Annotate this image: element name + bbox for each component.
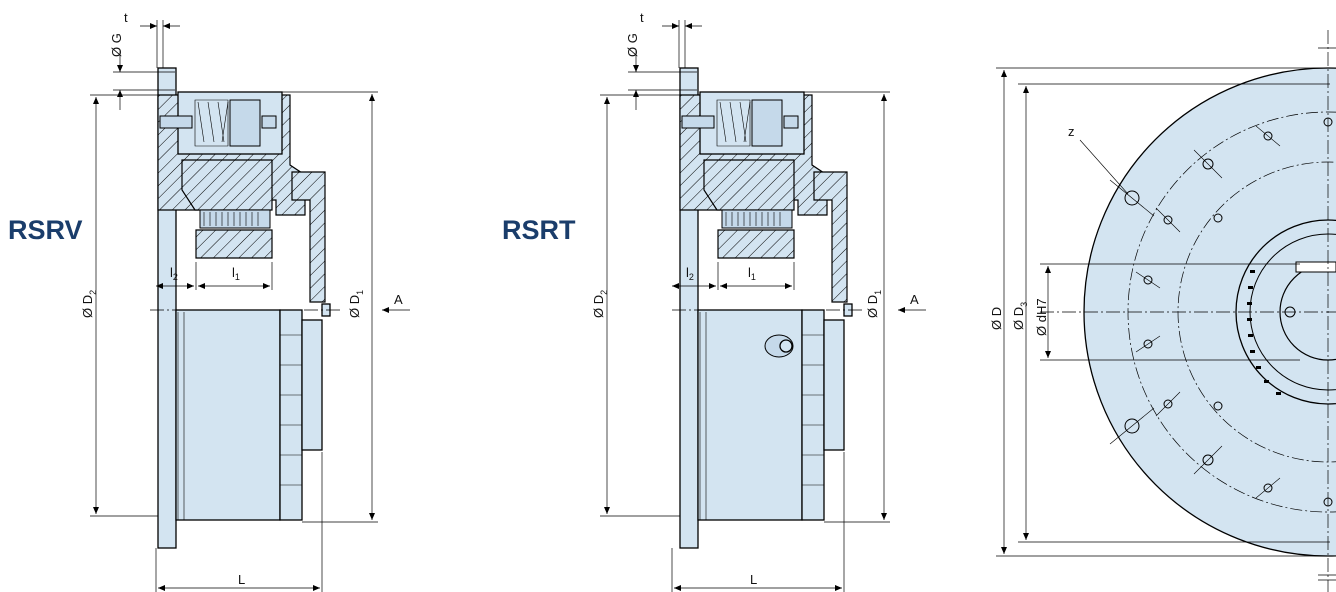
rsrv-bearing <box>199 209 271 229</box>
rsrv-label-l2: l2 <box>170 265 178 282</box>
rsrv-title: RSRV <box>8 215 83 245</box>
rsrt-section-view: RSRT t Ø G <box>502 10 926 592</box>
rsrv-body <box>175 309 281 521</box>
rsrv-label-d2: Ø D2 <box>80 290 98 318</box>
rsrv-label-a: A <box>394 292 403 307</box>
rsrv-label-l: L <box>238 572 245 587</box>
rsrv-section-view: RSRV t <box>8 10 410 592</box>
keyway <box>1295 261 1336 273</box>
rsrt-cover <box>823 319 845 451</box>
rsrv-label-g: Ø G <box>109 33 124 57</box>
label-d3: Ø D3 <box>1011 302 1029 330</box>
label-z: z <box>1068 124 1075 139</box>
rsrt-screw <box>681 115 715 129</box>
rsrt-inner-ring <box>703 159 795 211</box>
rsrv-hub-section <box>195 229 273 259</box>
rsrt-spring-cap <box>751 99 783 147</box>
rsrv-label-d1: Ø D1 <box>347 290 365 318</box>
label-dh7: Ø dH7 <box>1034 298 1049 336</box>
rsrt-label-d1: Ø D1 <box>865 290 883 318</box>
rsrt-body-step <box>801 309 825 521</box>
rsrt-title: RSRT <box>502 215 576 245</box>
rsrt-label-g: Ø G <box>625 33 640 57</box>
rsrv-screw <box>159 115 193 129</box>
rsrv-inner-ring <box>181 159 273 211</box>
rsrt-label-l: L <box>750 572 757 587</box>
rsrt-bearing <box>721 209 793 229</box>
rsrt-label-d2: Ø D2 <box>591 290 609 318</box>
rsrt-label-a: A <box>910 292 919 307</box>
rsrt-label-t: t <box>640 10 644 25</box>
rsrv-cover <box>301 319 323 451</box>
end-view-a: z Ø D Ø D3 Ø dH7 <box>989 30 1336 592</box>
hub-teeth <box>1247 270 1281 395</box>
z-leader <box>1079 139 1129 195</box>
rsrt-hub-section <box>717 229 795 259</box>
rsrv-label-t: t <box>124 10 128 25</box>
rsrv-body-step <box>279 309 303 521</box>
rsrv-label-l1: l1 <box>232 265 240 282</box>
label-d: Ø D <box>989 307 1004 330</box>
rsrt-cover-section <box>813 171 848 303</box>
rsrt-label-l1: l1 <box>748 265 756 282</box>
rsrv-cover-section <box>291 171 326 303</box>
rsrt-lever-pin <box>764 334 794 358</box>
rsrv-spring-cap <box>229 99 261 147</box>
rsrt-label-l2: l2 <box>686 265 694 282</box>
